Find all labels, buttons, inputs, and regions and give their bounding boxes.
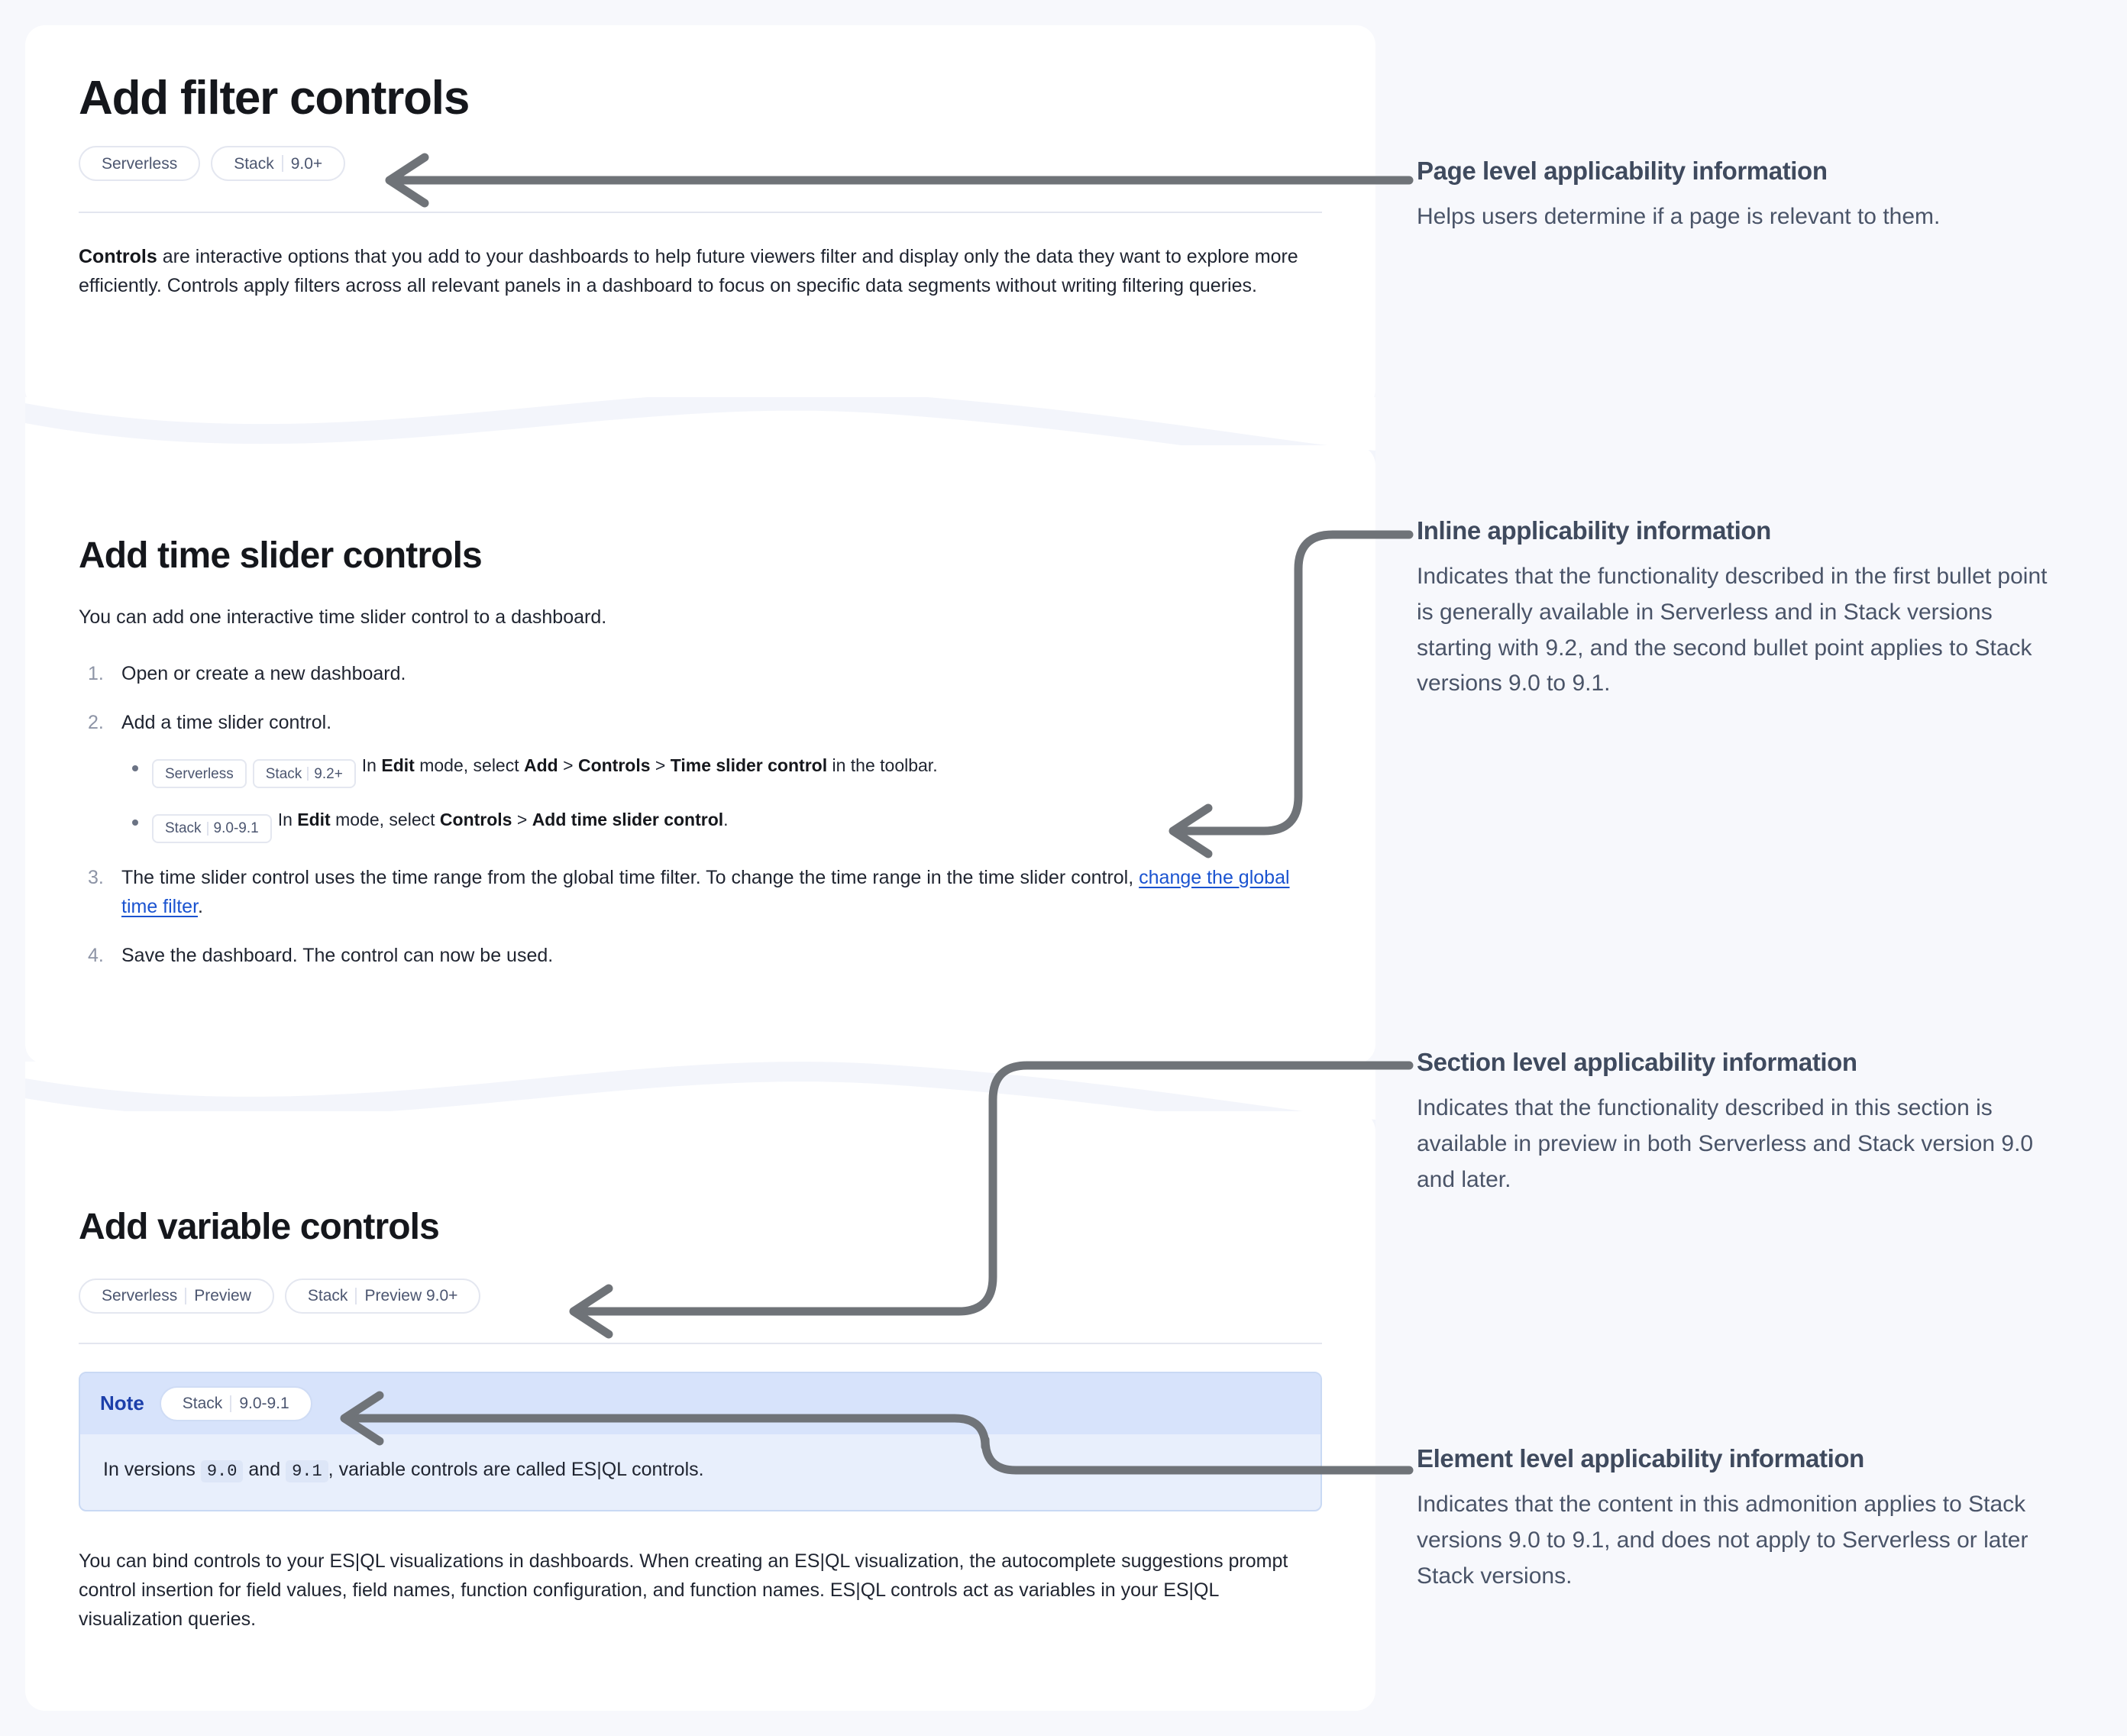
- applicability-badge-stack-preview[interactable]: Stack Preview 9.0+: [284, 1278, 481, 1314]
- header-divider: [79, 212, 1322, 214]
- annotation-section-level: Section level applicability information …: [1417, 1048, 2070, 1198]
- note-header: Note Stack 9.0-9.1: [80, 1372, 1320, 1434]
- sub-list-item: Serverless Stack 9.2+ In Edit mode, sele…: [132, 752, 1322, 789]
- badge-divider: [206, 821, 208, 836]
- badge-divider: [281, 155, 283, 173]
- annotation-page-level: Page level applicability information Hel…: [1417, 157, 2070, 235]
- badge-segment-lifecycle-version: Preview 9.0+: [364, 1287, 458, 1305]
- step-item: Add a time slider control. Serverless St…: [88, 708, 1322, 843]
- note-admonition: Note Stack 9.0-9.1 In versions 9.0 and 9…: [79, 1371, 1322, 1512]
- page-header-card: Add filter controls Serverless Stack 9.0…: [25, 25, 1375, 409]
- annotation-title: Inline applicability information: [1417, 516, 1771, 545]
- section-title-time-slider: Add time slider controls: [79, 535, 483, 576]
- note-label: Note: [100, 1392, 144, 1415]
- intro-lead-term: Controls: [79, 246, 157, 268]
- annotation-body: Indicates that the content in this admon…: [1417, 1491, 2028, 1589]
- badge-segment-label: Stack: [307, 1287, 348, 1305]
- sub-item-text: In Edit mode, select Controls > Add time…: [277, 810, 729, 830]
- inline-applicability-badge-serverless[interactable]: Serverless: [152, 759, 247, 789]
- applicability-badge-serverless[interactable]: Serverless: [79, 146, 201, 182]
- annotation-body: Helps users determine if a page is relev…: [1417, 203, 1941, 229]
- annotation-column: Page level applicability information Hel…: [1417, 0, 2089, 1736]
- badge-segment-label: Serverless: [102, 154, 178, 173]
- annotation-body: Indicates that the functionality describ…: [1417, 1094, 2034, 1192]
- time-slider-section-card: Add time slider controls You can add one…: [25, 445, 1375, 1064]
- page-applicability-badges: Serverless Stack 9.0+: [79, 146, 1322, 182]
- annotation-body: Indicates that the functionality describ…: [1417, 563, 2048, 697]
- section-divider: [79, 1342, 1322, 1344]
- note-body: In versions 9.0 and 9.1, variable contro…: [103, 1458, 704, 1482]
- variable-controls-paragraph: You can bind controls to your ES|QL visu…: [79, 1550, 1288, 1631]
- step-item: Save the dashboard. The control can now …: [88, 941, 1322, 970]
- badge-segment-version: 9.0+: [290, 154, 323, 173]
- variable-controls-section-card: Add variable controls Serverless Preview…: [25, 1111, 1375, 1711]
- badge-segment-version: 9.0-9.1: [239, 1395, 289, 1413]
- step-item: The time slider control uses the time ra…: [88, 863, 1322, 921]
- badge-divider: [355, 1287, 357, 1304]
- badge-segment-version: 9.2+: [314, 765, 343, 782]
- inline-applicability-badge-stack[interactable]: Stack 9.0-9.1: [152, 813, 272, 843]
- badge-divider: [307, 767, 309, 781]
- badge-segment-version: 9.0-9.1: [213, 820, 259, 837]
- annotation-title: Element level applicability information: [1417, 1444, 1864, 1473]
- step-text-before-link: The time slider control uses the time ra…: [121, 866, 1139, 888]
- badge-segment-label: Stack: [165, 820, 202, 837]
- element-applicability-badge-stack[interactable]: Stack 9.0-9.1: [159, 1385, 312, 1421]
- sub-item-text: In Edit mode, select Add > Controls > Ti…: [361, 755, 938, 775]
- step-text: Open or create a new dashboard.: [121, 662, 406, 684]
- step-text: Save the dashboard. The control can now …: [121, 944, 554, 966]
- step-item: Open or create a new dashboard.: [88, 659, 1322, 688]
- applicability-badge-stack[interactable]: Stack 9.0+: [211, 146, 346, 182]
- step-text-after-link: .: [198, 895, 203, 917]
- annotation-element-level: Element level applicability information …: [1417, 1444, 2070, 1594]
- intro-rest: are interactive options that you add to …: [79, 246, 1298, 297]
- intro-paragraph: Controls are interactive options that yo…: [79, 242, 1322, 300]
- step-text: Add a time slider control.: [121, 711, 332, 733]
- annotation-inline-level: Inline applicability information Indicat…: [1417, 516, 2070, 702]
- step-sub-list: Serverless Stack 9.2+ In Edit mode, sele…: [121, 752, 1322, 843]
- badge-segment-label: Stack: [182, 1395, 223, 1413]
- badge-segment-label: Stack: [265, 765, 302, 782]
- inline-applicability-badge-stack[interactable]: Stack 9.2+: [252, 759, 356, 789]
- page-title: Add filter controls: [79, 72, 470, 124]
- sub-list-item: Stack 9.0-9.1 In Edit mode, select Contr…: [132, 807, 1322, 843]
- badge-segment-label: Stack: [234, 154, 274, 173]
- badge-divider: [185, 1287, 187, 1304]
- section-applicability-badges: Serverless Preview Stack Preview 9.0+: [79, 1278, 1322, 1314]
- badge-segment-label: Serverless: [165, 765, 234, 782]
- time-slider-steps: Open or create a new dashboard. Add a ti…: [79, 659, 1322, 970]
- annotation-title: Section level applicability information: [1417, 1048, 1857, 1076]
- section-intro-time-slider: You can add one interactive time slider …: [79, 606, 607, 628]
- badge-segment-label: Serverless: [102, 1287, 178, 1305]
- section-title-variable-controls: Add variable controls: [79, 1207, 440, 1247]
- applicability-badge-serverless-preview[interactable]: Serverless Preview: [79, 1278, 274, 1314]
- document-column: Add filter controls Serverless Stack 9.0…: [25, 0, 1375, 1736]
- badge-divider: [230, 1395, 232, 1412]
- annotation-title: Page level applicability information: [1417, 157, 1828, 185]
- badge-segment-lifecycle: Preview: [194, 1287, 251, 1305]
- global-time-filter-link[interactable]: change the global time filter: [121, 866, 1290, 917]
